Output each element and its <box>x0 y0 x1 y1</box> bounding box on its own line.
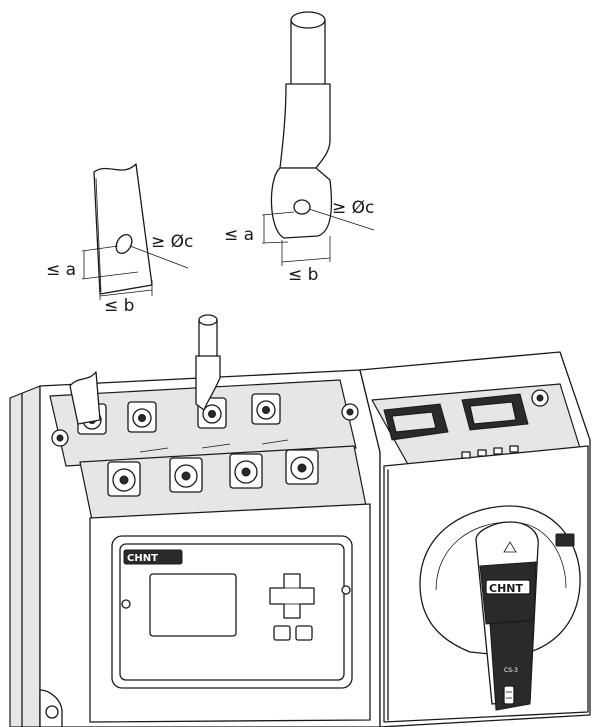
lug-dimension-b: ≤ b <box>288 265 318 285</box>
controller-panel: CHNT <box>111 535 353 689</box>
lug-dimension-a: ≤ a <box>224 225 254 245</box>
connected-conductors <box>69 314 221 425</box>
indicator-led-3 <box>493 447 503 455</box>
lug-dimension-c: ≥ Øc <box>332 198 374 218</box>
cable-lug-detail: ≤ a ≤ b ≥ Øc <box>224 11 374 285</box>
lower-terminal-row <box>107 439 319 497</box>
position-indicator-icon <box>555 533 575 547</box>
strip-dimension-b: ≤ b <box>104 296 134 316</box>
control-module-board <box>383 393 529 459</box>
indicator-led-4 <box>509 445 519 453</box>
busbar-strip-detail: ≤ a ≤ b ≥ Øc <box>46 163 193 316</box>
controller-logo: CHNT <box>127 553 158 564</box>
mounting-feet <box>39 689 63 727</box>
handle-model-code: CS-3 <box>504 667 518 674</box>
handle-logo: CHNT <box>489 582 523 595</box>
keypad-button-left[interactable] <box>273 625 291 641</box>
strip-dimension-c: ≥ Øc <box>151 232 193 252</box>
indicator-led-2 <box>477 449 487 457</box>
lcd-screen <box>149 573 237 637</box>
manual-operating-handle[interactable]: CHNT CS-3 <box>419 505 581 711</box>
keypad-button-right[interactable] <box>295 625 313 641</box>
indicator-led-1 <box>461 451 471 459</box>
strip-dimension-a: ≤ a <box>46 260 76 280</box>
